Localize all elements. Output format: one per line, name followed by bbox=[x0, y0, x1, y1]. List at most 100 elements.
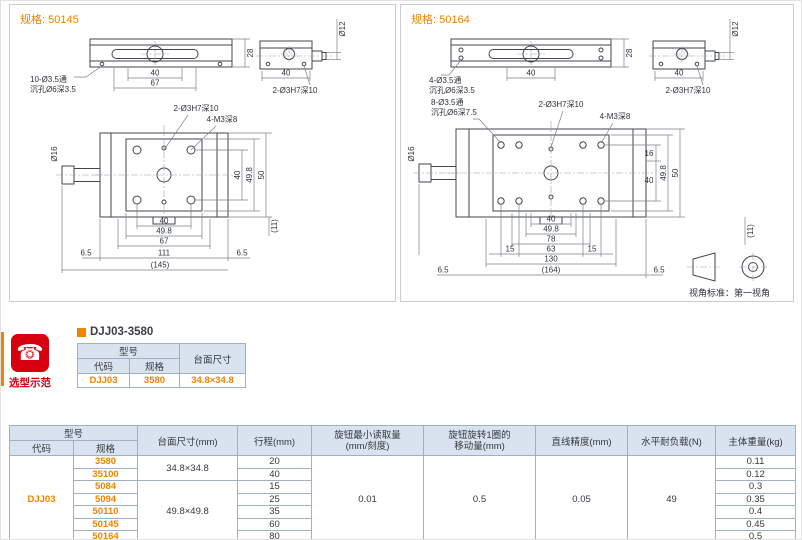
cell-load: 49 bbox=[627, 455, 717, 539]
dim-label: (11) bbox=[746, 224, 755, 238]
side-view-drawing bbox=[89, 38, 233, 68]
dim-label: 67 bbox=[160, 237, 169, 246]
dim-label: 6.5 bbox=[236, 249, 248, 258]
hole-callout: 8-Ø3.5通 bbox=[431, 97, 463, 107]
hole-callout: 4-Ø3.5通 bbox=[429, 75, 461, 85]
cell-weight: 0.5 bbox=[715, 530, 797, 539]
section-title: DJJ03-3580 bbox=[90, 326, 154, 338]
cell-spec: 5084 bbox=[72, 480, 139, 494]
hole-callout: 沉孔Ø6深3.5 bbox=[30, 85, 76, 94]
end-view-dimensions: Ø12 40 2-Ø3H7深10 bbox=[261, 19, 347, 95]
end-view-drawing bbox=[256, 40, 332, 70]
hole-callout: 沉孔Ø6深3.5 bbox=[429, 86, 475, 95]
header-min-read-line1: 旋钮最小读取量 bbox=[334, 429, 401, 441]
header-spec: 规格 bbox=[129, 358, 180, 374]
table-row: DJJ03 3580 34.8×34.8 bbox=[77, 373, 246, 388]
cell-min-read: 0.01 bbox=[311, 455, 425, 539]
cell-stroke: 60 bbox=[237, 517, 313, 531]
side-view-dimensions: 40 67 10-Ø3.5通 沉孔Ø6深3.5 28 bbox=[30, 38, 255, 94]
header-code: 代码 bbox=[77, 358, 130, 374]
header-per-turn: 旋钮旋转1圈的 移动量(mm) bbox=[423, 425, 537, 456]
dim-label: 6.5 bbox=[80, 249, 92, 258]
dim-label: 28 bbox=[625, 48, 634, 57]
first-angle-symbol bbox=[687, 252, 767, 282]
cell-code: DJJ03 bbox=[77, 373, 130, 388]
dim-label: Ø12 bbox=[338, 21, 347, 37]
drawing-panel-50145: 规格: 50145 40 67 bbox=[9, 4, 396, 302]
side-view-dimensions: 4-Ø3.5通 沉孔Ø6深3.5 40 28 bbox=[429, 38, 634, 95]
dim-label: 111 bbox=[158, 249, 171, 258]
header-spec: 规格 bbox=[72, 440, 139, 456]
dim-label: 49.8 bbox=[245, 167, 254, 183]
dim-label: Ø12 bbox=[731, 21, 740, 37]
header-per-turn-line2: 移动量(mm) bbox=[454, 440, 505, 452]
end-view-dimensions: Ø12 40 2-Ø3H7深10 bbox=[654, 19, 740, 95]
cell-spec: 50164 bbox=[72, 530, 139, 539]
selection-badge-label: 选型示范 bbox=[9, 377, 51, 389]
cell-weight: 0.45 bbox=[715, 517, 797, 531]
hole-callout: 2-Ø3H7深10 bbox=[273, 86, 318, 95]
dim-label: 15 bbox=[506, 245, 515, 254]
dim-label: 6.5 bbox=[437, 266, 449, 275]
cell-stroke: 35 bbox=[237, 505, 313, 519]
cell-weight: 0.3 bbox=[715, 480, 797, 494]
table-row: DJJ03 3580 34.8×34.8 20 0.01 0.5 0.05 49… bbox=[9, 455, 797, 539]
dim-label: (164) bbox=[542, 266, 561, 275]
selection-table: 型号 台面尺寸 代码 规格 DJJ03 3580 34.8×34.8 bbox=[77, 343, 246, 388]
dim-label: 40 bbox=[547, 215, 556, 224]
cell-spec: 50145 bbox=[72, 517, 139, 531]
cell-spec: 3580 bbox=[129, 373, 180, 388]
table-header-row: 型号 台面尺寸(mm) 行程(mm) 旋钮最小读取量 (mm/刻度) 旋钮旋转1… bbox=[8, 425, 797, 456]
dim-label: Ø16 bbox=[50, 146, 59, 162]
cell-surface: 49.8×49.8 bbox=[137, 480, 239, 539]
specification-table: 型号 台面尺寸(mm) 行程(mm) 旋钮最小读取量 (mm/刻度) 旋钮旋转1… bbox=[8, 425, 797, 539]
header-per-turn-line1: 旋钮旋转1圈的 bbox=[448, 429, 511, 441]
dim-label: Ø16 bbox=[407, 146, 416, 162]
cell-weight: 0.11 bbox=[715, 455, 797, 469]
dim-label: 40 bbox=[282, 69, 291, 78]
dim-label: 40 bbox=[160, 217, 169, 226]
dim-label: 40 bbox=[527, 69, 536, 78]
header-linear: 直线精度(mm) bbox=[535, 425, 629, 456]
dim-label: 40 bbox=[645, 176, 654, 185]
header-model: 型号 bbox=[77, 343, 180, 359]
spec-label-50164: 规格: 50164 bbox=[411, 14, 470, 26]
dim-label: 130 bbox=[544, 255, 558, 264]
header-load: 水平耐负载(N) bbox=[627, 425, 717, 456]
dim-label: 40 bbox=[675, 69, 684, 78]
dim-label: 16 bbox=[645, 149, 654, 158]
header-weight: 主体重量(kg) bbox=[715, 425, 797, 456]
cell-stroke: 15 bbox=[237, 480, 313, 494]
cell-stroke: 20 bbox=[237, 455, 313, 469]
header-stroke: 行程(mm) bbox=[237, 425, 313, 456]
drawing-panel-50164: 规格: 50164 4-Ø3.5通 沉孔Ø6深3.5 bbox=[400, 4, 794, 302]
plan-view-drawing bbox=[413, 121, 655, 225]
dim-label: 6.5 bbox=[653, 266, 665, 275]
cell-spec: 5094 bbox=[72, 492, 139, 506]
table-row: 型号 台面尺寸 bbox=[77, 343, 246, 374]
dim-label: 50 bbox=[257, 170, 266, 179]
hole-callout: 沉孔Ø6深7.5 bbox=[431, 108, 477, 117]
cell-spec: 35100 bbox=[72, 467, 139, 481]
technical-drawing-50164: 4-Ø3.5通 沉孔Ø6深3.5 40 28 bbox=[407, 19, 770, 298]
dim-label: 67 bbox=[151, 79, 160, 88]
cell-code: DJJ03 bbox=[9, 455, 74, 539]
hole-callout: 2-Ø3H7深10 bbox=[666, 86, 711, 95]
dim-label: 49.8 bbox=[659, 165, 668, 181]
dim-label: 28 bbox=[246, 48, 255, 57]
dim-label: 49.8 bbox=[156, 227, 172, 236]
phone-icon: ☎ bbox=[11, 334, 49, 372]
cell-per-turn: 0.5 bbox=[423, 455, 537, 539]
dim-label: 40 bbox=[233, 170, 242, 179]
table-row: 50164 80 0.5 bbox=[10, 530, 797, 539]
dim-label: 78 bbox=[547, 235, 556, 244]
dim-label: (145) bbox=[151, 261, 170, 270]
plan-view-dimensions: 8-Ø3.5通 沉孔Ø6深7.5 2-Ø3H7深10 4-M3深8 Ø16 16… bbox=[407, 97, 755, 278]
spec-label-50145: 规格: 50145 bbox=[20, 14, 79, 26]
dim-label: 63 bbox=[547, 245, 556, 254]
cell-weight: 0.4 bbox=[715, 505, 797, 519]
cell-stroke: 40 bbox=[237, 467, 313, 481]
cell-linear: 0.05 bbox=[535, 455, 629, 539]
section-header: DJJ03-3580 bbox=[77, 326, 153, 338]
